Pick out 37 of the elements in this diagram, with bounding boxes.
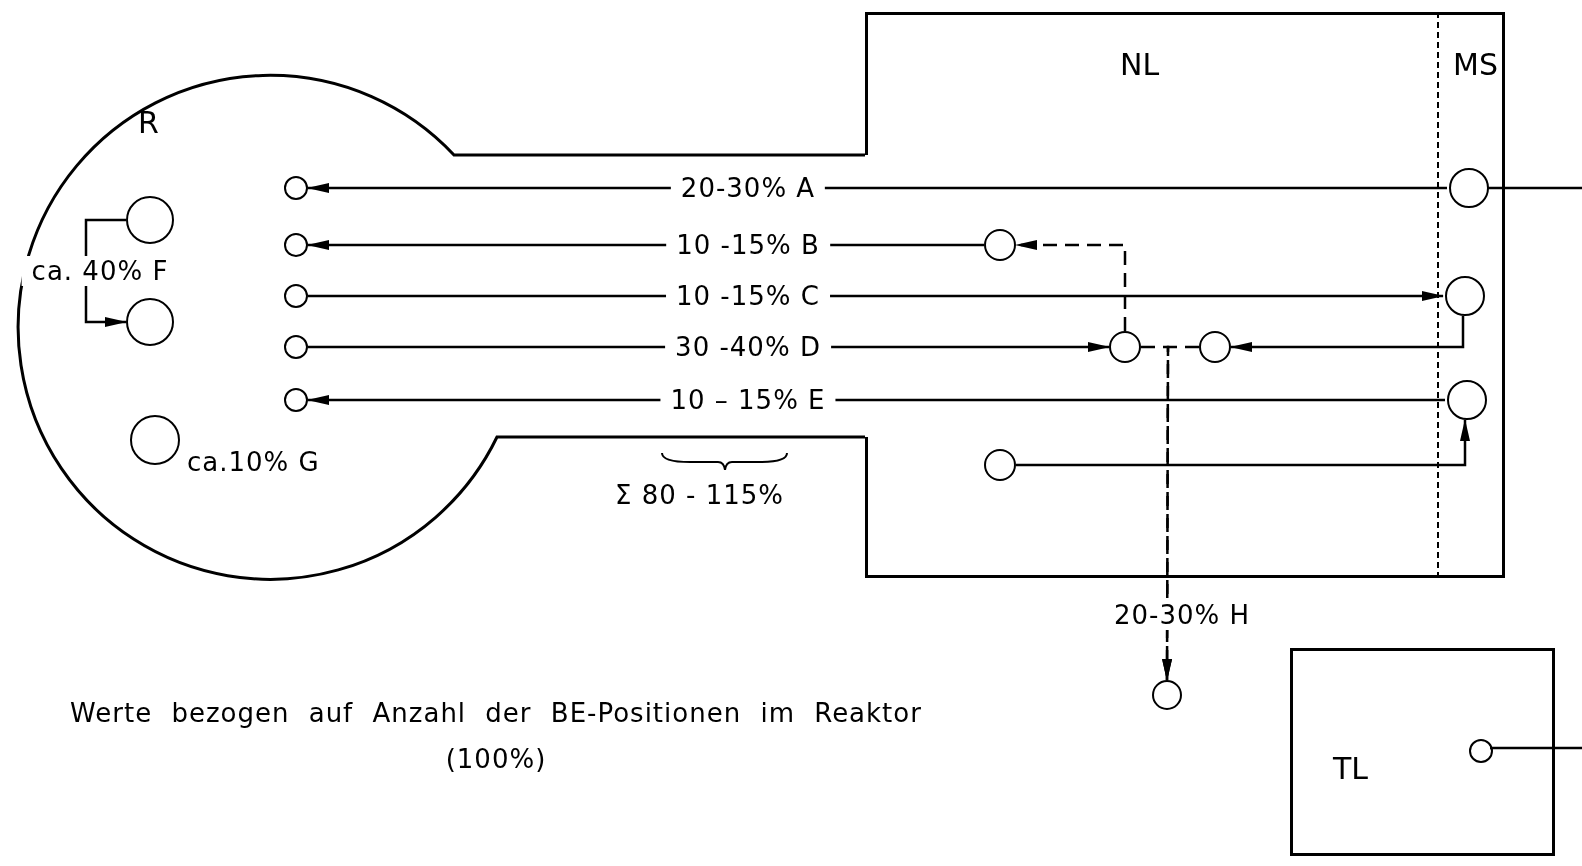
position-circle — [126, 298, 174, 346]
position-circle — [1109, 331, 1141, 363]
position-circle — [984, 449, 1016, 481]
region-label: R — [138, 105, 159, 140]
region-label: NL — [1120, 47, 1160, 82]
arrow — [1016, 419, 1470, 467]
position-circle — [284, 284, 308, 308]
note-text: Werte bezogen auf Anzahl der BE-Positionen im Reaktor (100%) — [69, 697, 923, 776]
position-circle — [1445, 276, 1485, 316]
line — [1490, 746, 1582, 750]
arrow — [307, 183, 1447, 193]
arrow — [308, 342, 1110, 352]
position-circle — [1199, 331, 1231, 363]
position-circle — [284, 388, 308, 412]
region-label: TL — [1333, 751, 1369, 786]
line — [1487, 186, 1582, 190]
arrow — [84, 218, 127, 327]
position-circle — [984, 229, 1016, 261]
position-circle — [284, 176, 308, 200]
arrow — [308, 291, 1444, 301]
dashed-arrow — [1162, 345, 1199, 681]
position-circle — [284, 335, 308, 359]
node-caption: ca.10% G — [187, 447, 320, 477]
position-circle — [126, 196, 174, 244]
arrow — [307, 240, 984, 250]
region-box — [1290, 648, 1555, 856]
note-text: Σ 80 - 115% — [615, 480, 785, 510]
position-circle — [1447, 380, 1487, 420]
arrow — [307, 395, 1445, 405]
region-label: MS — [1453, 47, 1498, 82]
arrow — [1230, 316, 1465, 352]
position-circle — [1449, 168, 1489, 208]
position-circle — [284, 233, 308, 257]
region-box — [865, 12, 1505, 578]
position-circle — [1469, 739, 1493, 763]
position-circle — [1152, 680, 1182, 710]
dashed-arrow — [1015, 240, 1127, 331]
